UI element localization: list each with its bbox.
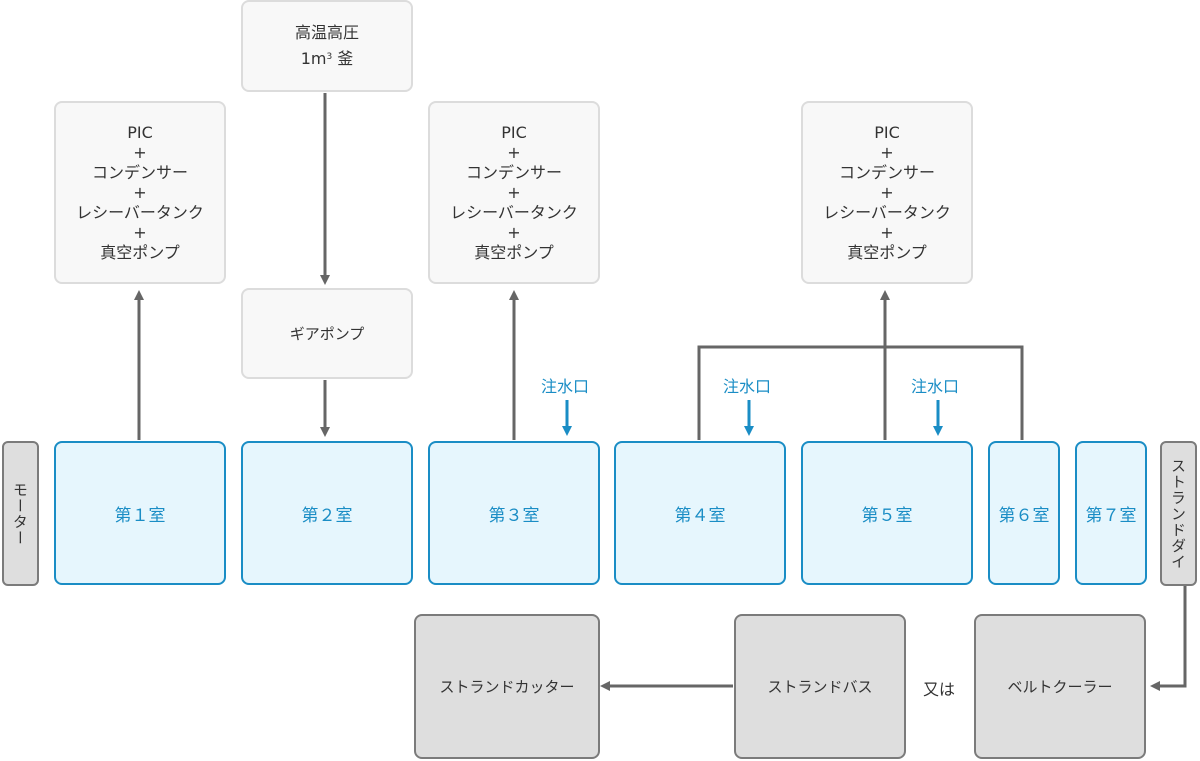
room-1: 第１室 [54, 441, 226, 585]
room-7: 第７室 [1075, 441, 1147, 585]
vessel-volume: 1m [300, 49, 327, 68]
vessel-label: 高温高圧 [294, 23, 359, 42]
belt-cooler: ベルトクーラー [974, 614, 1146, 759]
gear-pump: ギアポンプ [241, 288, 413, 379]
room-5: 第５室 [801, 441, 973, 585]
connector-rooms-4-6 [697, 345, 1024, 440]
water-inlet-label-5: 注水口 [911, 377, 960, 396]
high-temp-pressure-vessel: 高温高圧 1m3 釜 [241, 0, 413, 92]
water-inlet-label-4: 注水口 [723, 377, 772, 396]
motor: モーター [2, 441, 39, 586]
pic-unit-1: PIC + コンデンサー + レシーバータンク + 真空ポンプ [54, 101, 226, 284]
strand-cutter: ストランドカッター [414, 614, 600, 759]
pic-unit-2: PIC + コンデンサー + レシーバータンク + 真空ポンプ [428, 101, 600, 284]
room-3: 第３室 [428, 441, 600, 585]
pic-unit-3: PIC + コンデンサー + レシーバータンク + 真空ポンプ [801, 101, 973, 284]
vessel-type: 釜 [337, 49, 354, 68]
gear-pump-label: ギアポンプ [289, 325, 365, 343]
strand-bath: ストランドバス [734, 614, 906, 759]
strand-die: ストランドダイ [1160, 441, 1197, 586]
water-inlet-label-3: 注水口 [541, 377, 590, 396]
or-label: 又は [923, 680, 956, 699]
room-4: 第４室 [614, 441, 786, 585]
room-2: 第２室 [241, 441, 413, 585]
room-6: 第６室 [988, 441, 1060, 585]
arrow-die-beltcooler [1150, 585, 1187, 691]
